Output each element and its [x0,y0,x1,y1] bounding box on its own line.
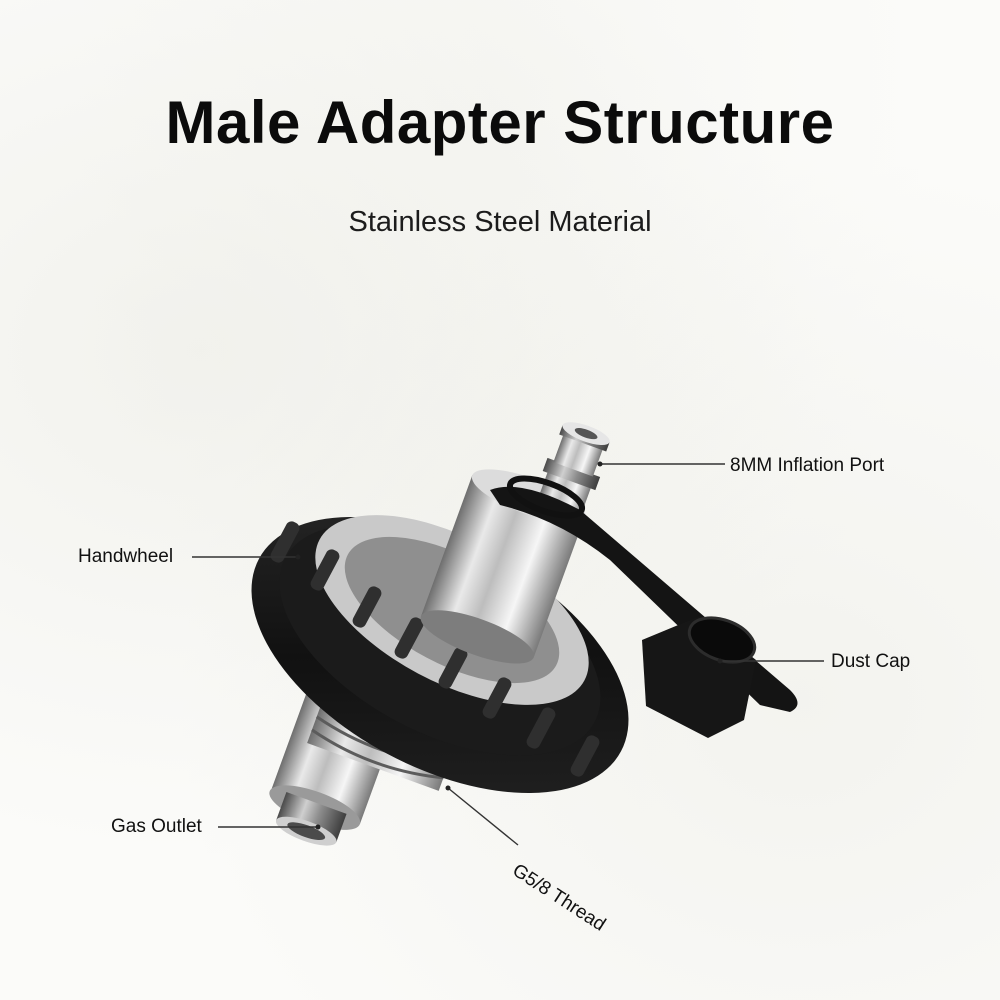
dust-cap-shape [490,475,798,738]
label-inflation-port: 8MM Inflation Port [730,455,885,476]
label-handwheel: Handwheel [78,546,174,567]
page-title: Male Adapter Structure [165,89,835,156]
label-dust-cap: Dust Cap [831,651,911,672]
leader-lines [192,463,824,846]
page-subtitle: Stainless Steel Material [348,206,652,238]
label-gas-outlet: Gas Outlet [111,816,202,837]
